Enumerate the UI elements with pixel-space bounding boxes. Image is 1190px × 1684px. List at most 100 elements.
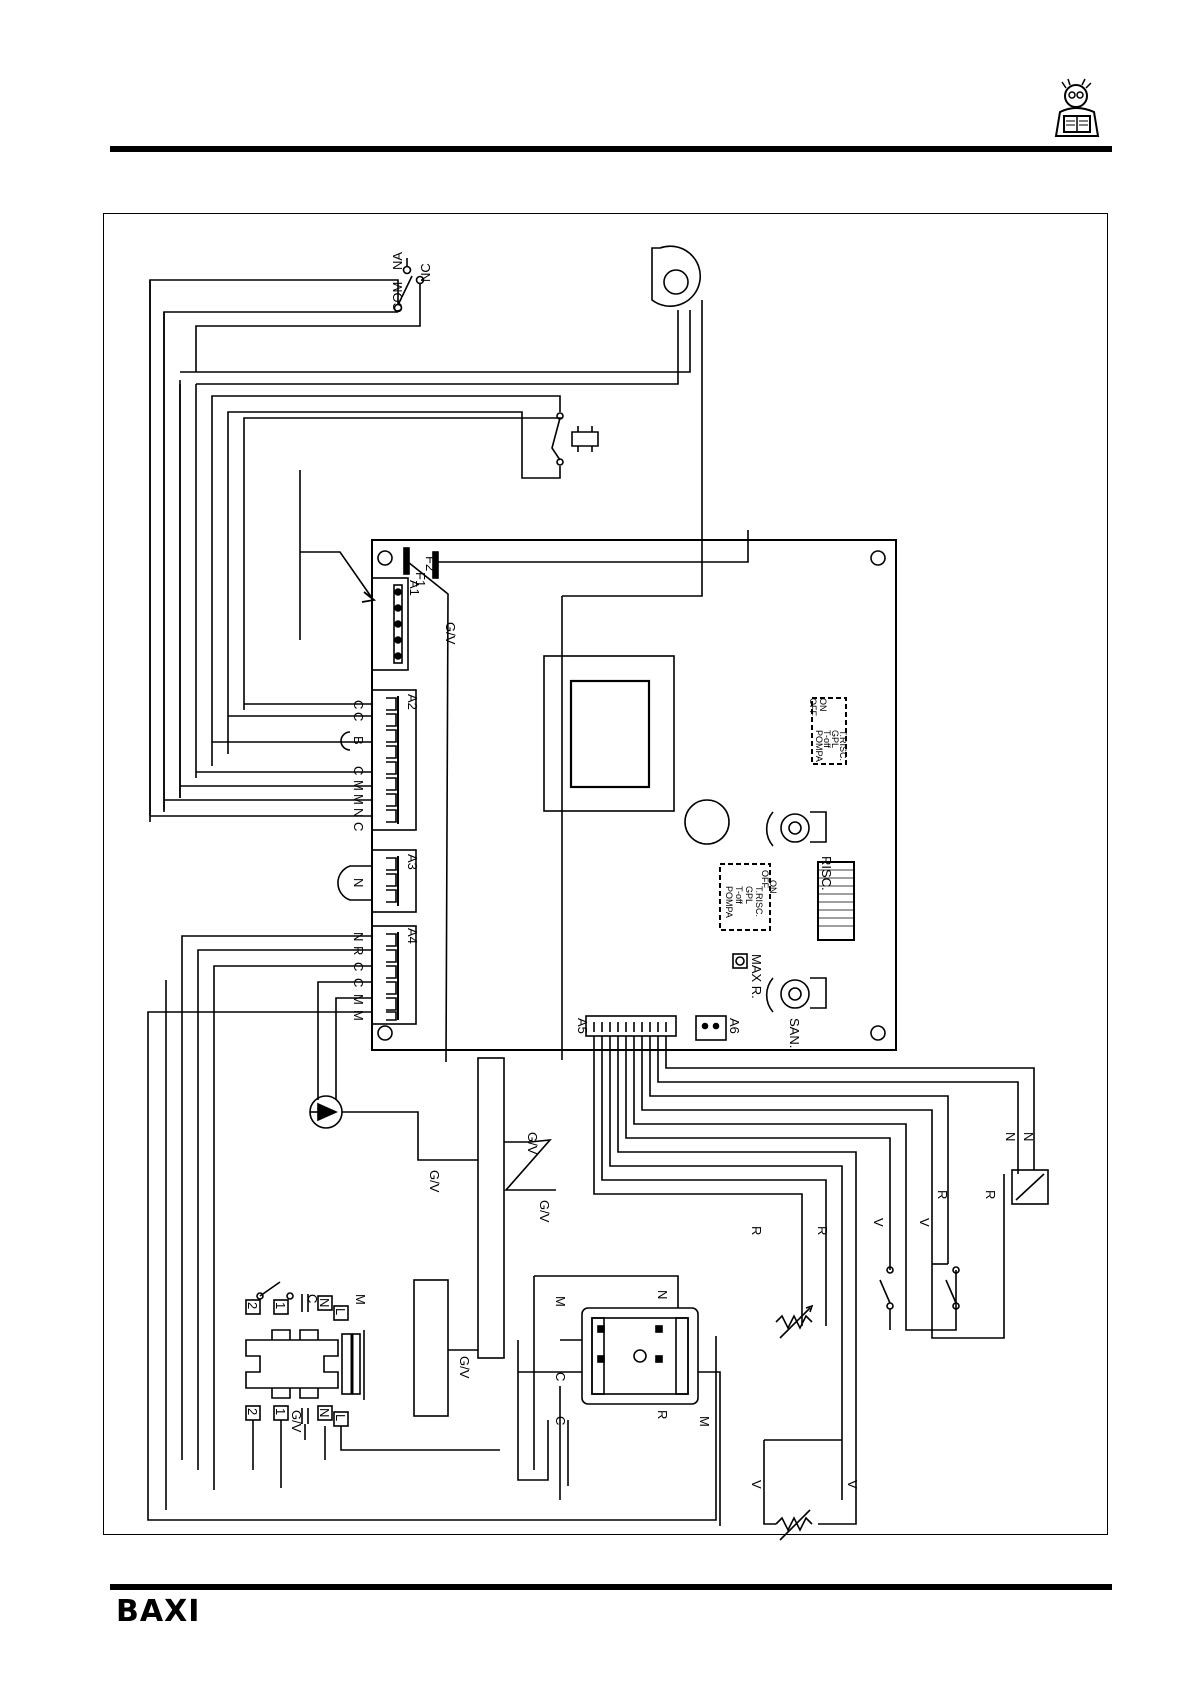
dip1-on: ON (818, 698, 828, 712)
heating-ntc-sensor (775, 1509, 813, 1541)
flow-switch (879, 1266, 894, 1310)
label-san: SAN. (787, 1018, 802, 1048)
label-rsc: RISC. (819, 856, 834, 891)
microcontroller-chip (817, 861, 855, 941)
label-gv-e: G/V (289, 1410, 304, 1433)
label-f1: F1 (413, 572, 428, 587)
a2-wire-1: C (351, 700, 366, 709)
valve-m2: M (697, 1416, 712, 1427)
label-a6: A6 (727, 1018, 742, 1034)
dhw-ntc-sensor (775, 1304, 814, 1339)
sensor-v4: V (845, 1480, 860, 1489)
valve-c: C (553, 1372, 568, 1381)
ignition-l2: L (333, 1414, 348, 1421)
a2-wire-4: C (351, 766, 366, 775)
max-r-trimmer (732, 953, 748, 969)
dip2-t4: POMPA (724, 886, 734, 918)
dip-switch-lower (719, 863, 771, 931)
label-a5: A5 (575, 1018, 590, 1034)
ignition-t1: 1 (273, 1302, 288, 1309)
ignition-m: M (353, 1294, 368, 1305)
dip1-t2: GPL (830, 730, 840, 748)
sensor-r1: R (749, 1226, 764, 1235)
label-gv-b: G/V (427, 1170, 442, 1193)
control-board (371, 539, 897, 1051)
connector-a6 (695, 1015, 727, 1041)
label-nc: NC (418, 263, 433, 282)
dip1-t3: T-off (822, 730, 832, 748)
sensor-v3: V (749, 1480, 764, 1489)
label-na: NA (390, 252, 405, 270)
sensor-n2: N (1021, 1132, 1036, 1141)
fuse-f2 (432, 551, 439, 579)
dip1-t4: POMPA (814, 730, 824, 762)
dip2-t1: T.RISC. (754, 886, 764, 917)
transformer (543, 655, 675, 812)
ignition-n2: N (317, 1408, 332, 1417)
sensor-r2: R (815, 1226, 830, 1235)
a4-wire-5: M (351, 994, 366, 1005)
label-a4: A4 (405, 928, 420, 944)
dip1-off: OFF (808, 698, 818, 716)
connector-a2 (371, 689, 417, 831)
a2-wire-6: M (351, 794, 366, 805)
valve-n: N (655, 1290, 670, 1299)
valve-m: M (553, 1296, 568, 1307)
label-a3: A3 (405, 854, 420, 870)
dip2-t2: GPL (744, 886, 754, 904)
a4-wire-4: C (351, 978, 366, 987)
dip2-t3: T-off (734, 886, 744, 904)
valve-c2: C (553, 1416, 568, 1425)
a4-wire-6: M (351, 1010, 366, 1021)
label-gv-c: G/V (537, 1200, 552, 1223)
label-a1: A1 (407, 580, 422, 596)
heating-potentiometer (765, 811, 827, 847)
sensor-r4: R (983, 1190, 998, 1199)
sensor-v1: V (871, 1218, 886, 1227)
a3-wire-1: N (351, 878, 366, 887)
footer-rule (110, 1584, 1112, 1590)
sensor-r5: R (655, 1410, 670, 1419)
connector-a4 (371, 925, 417, 1025)
header-rule (110, 146, 1112, 152)
terminal-block (413, 1279, 449, 1417)
diverter-valve-icon (1011, 1169, 1049, 1205)
a4-wire-1: N (351, 932, 366, 941)
connector-a1 (371, 577, 409, 671)
label-com: COM (390, 282, 405, 312)
connector-a5 (585, 1015, 677, 1037)
brand-logo: BAXI (116, 1594, 201, 1629)
ignition-t2: 2 (245, 1302, 260, 1309)
a2-wire-7: N (351, 808, 366, 817)
ignition-n1: N (317, 1298, 332, 1307)
a4-wire-3: C (351, 962, 366, 971)
ignition-t3: 1 (273, 1408, 288, 1415)
fuse-f1 (403, 547, 410, 575)
sensor-r3: R (935, 1190, 950, 1199)
label-gv-board: G/V (443, 622, 458, 645)
mascot-reading-icon (1054, 78, 1100, 137)
a4-wire-2: R (351, 946, 366, 955)
safety-thermostat-switch (945, 1266, 960, 1310)
label-f2: F2 (423, 556, 438, 571)
gas-valve (581, 1307, 699, 1405)
label-gv-a: G/V (525, 1132, 540, 1155)
diagram-frame (103, 213, 1108, 1535)
a2-wire-5: M (351, 780, 366, 791)
label-gv-d: G/V (457, 1356, 472, 1379)
capacitor (684, 799, 730, 845)
dip-switch-upper (811, 697, 847, 765)
dhw-potentiometer (765, 977, 827, 1013)
ignition-c: C (305, 1294, 320, 1303)
earth-strip (477, 1057, 505, 1359)
sensor-n1: N (1003, 1132, 1018, 1141)
dip2-off: OFF (760, 870, 770, 888)
a2-wire-2: C (351, 712, 366, 721)
label-a2: A2 (405, 694, 420, 710)
ignition-transformer (245, 1329, 365, 1400)
a2-wire-8: C (351, 822, 366, 831)
ignition-l1: L (333, 1308, 348, 1315)
dip1-t1: T.RISC. (838, 730, 848, 761)
connector-a3 (371, 849, 417, 913)
